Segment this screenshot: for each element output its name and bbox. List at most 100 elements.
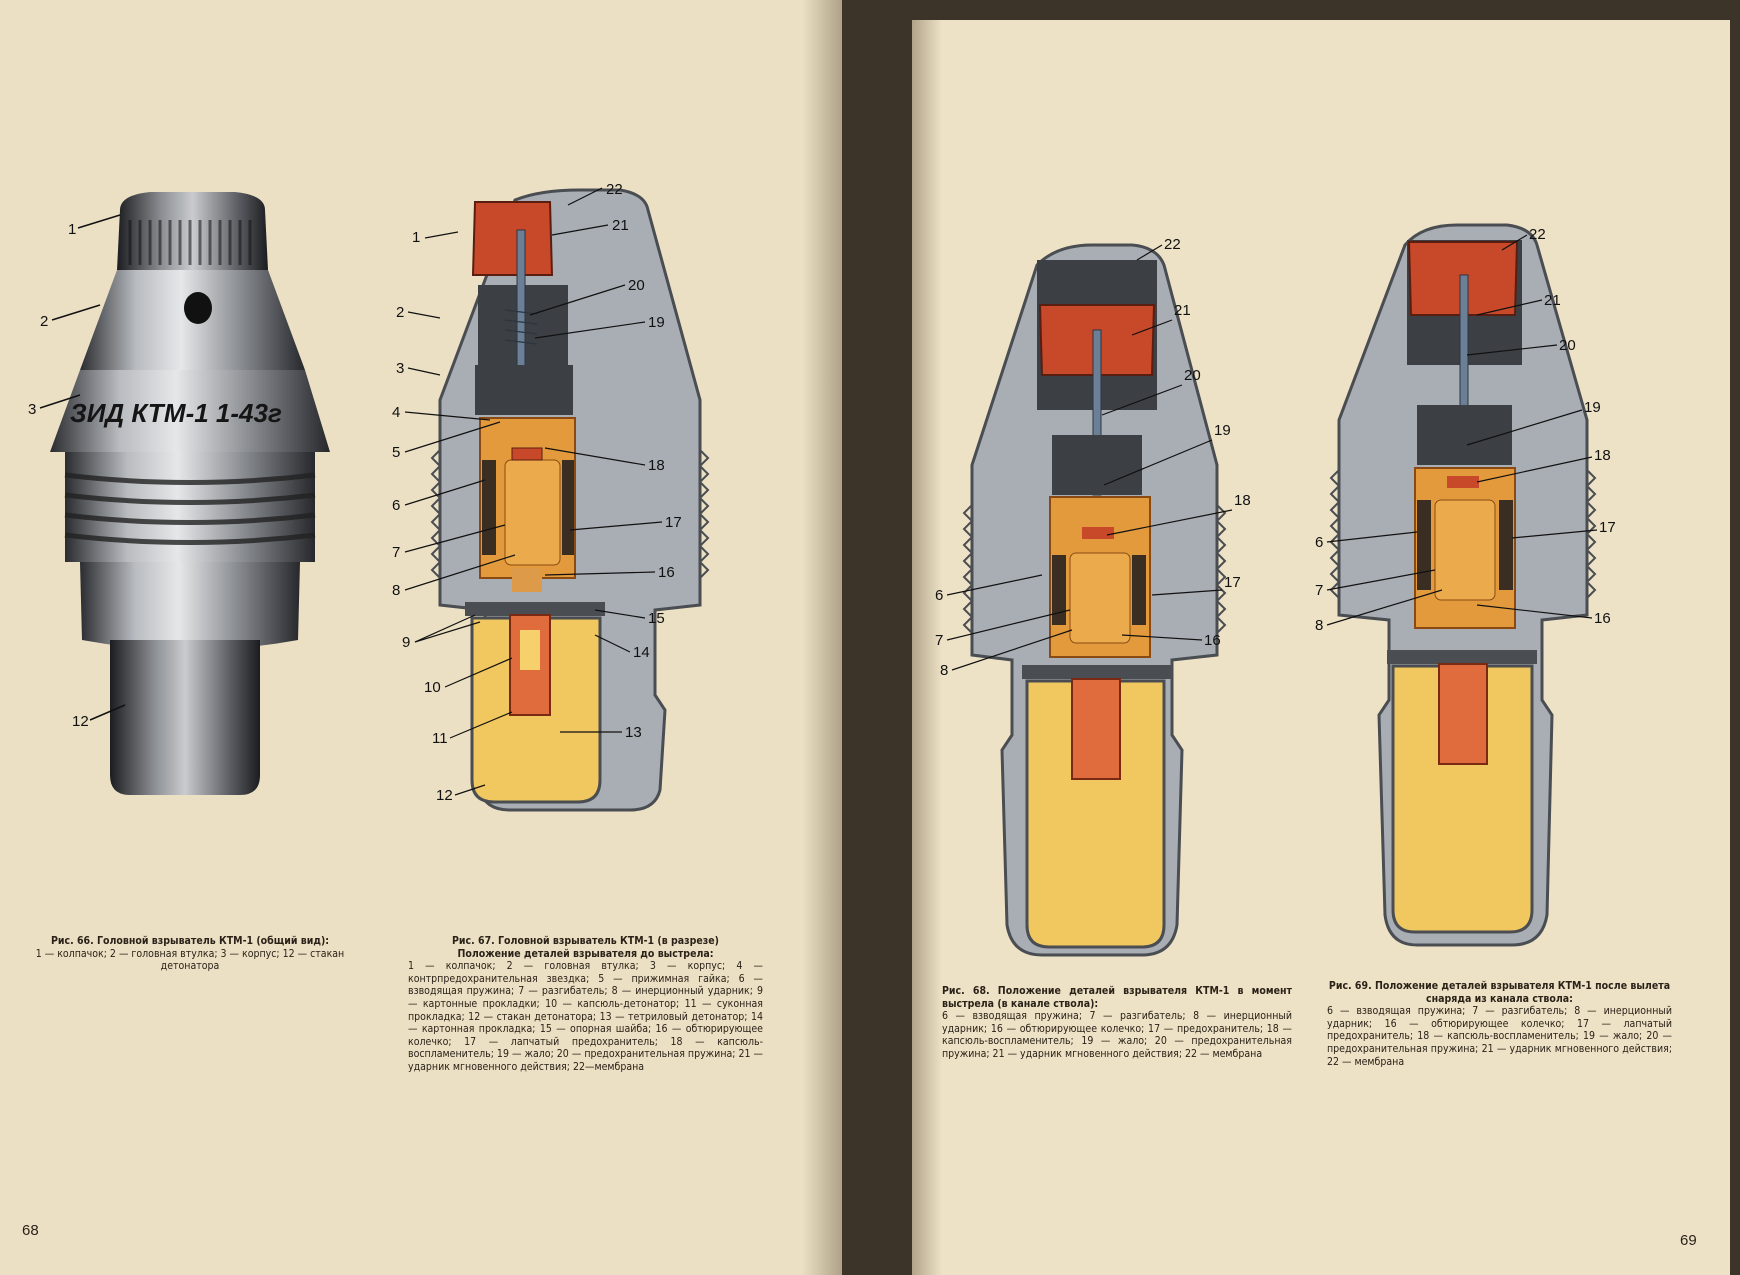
fig67-label: 10	[424, 679, 441, 696]
detonator-capsule	[1438, 663, 1488, 765]
fig69-caption-body: 6 — взводящая пружина; 7 — разгибатель; …	[1327, 1005, 1672, 1068]
fig67-label: 18	[648, 457, 665, 474]
fig67-label: 16	[658, 564, 675, 581]
firing-pin	[516, 229, 526, 386]
fig67-caption-subtitle: Положение деталей взрывателя до выстрела…	[457, 947, 714, 960]
page-number: 69	[1680, 1232, 1697, 1249]
spring-right	[1499, 500, 1513, 590]
fig67-label: 11	[432, 730, 448, 747]
gutter-shadow	[912, 20, 942, 1275]
body-collar	[50, 370, 330, 452]
fig69-caption: Рис. 69. Положение деталей взрывателя КТ…	[1327, 980, 1672, 1068]
fig68-label: 17	[1224, 574, 1241, 591]
fig67-label: 9	[402, 634, 410, 651]
right-page: 22 21 20 19 18 6 17 7 16 8	[842, 0, 1740, 1275]
fig67-label: 20	[628, 277, 645, 294]
lower-body	[80, 562, 300, 650]
right-sheet: 22 21 20 19 18 6 17 7 16 8	[912, 20, 1730, 1275]
fig69-label: 18	[1594, 447, 1611, 464]
inertia-striker	[1434, 499, 1496, 601]
inertia-striker	[1069, 552, 1131, 644]
detonator-capsule	[1071, 678, 1121, 780]
page-number: 68	[22, 1222, 39, 1239]
fig67-label: 22	[606, 181, 623, 198]
fig66-label: 1	[68, 221, 76, 238]
fig66-fuze-external: ЗИД КТМ-1 1-43г 1 2 3 12	[28, 192, 330, 795]
primer	[1447, 476, 1479, 488]
mid-cavity	[1417, 405, 1512, 465]
fig67-caption: Рис. 67. Головной взрыватель КТМ-1 (в ра…	[408, 935, 763, 1074]
fig66-label: 12	[72, 713, 89, 730]
fig67-label: 19	[648, 314, 665, 331]
fig67-label: 2	[396, 304, 404, 321]
fig67-label: 13	[625, 724, 642, 741]
fig68-fuze-section: 22 21 20 19 18 6 17 7 16 8	[935, 236, 1251, 957]
spring-left	[1417, 500, 1431, 590]
detonator-cup	[1025, 679, 1166, 949]
fig67-label: 6	[392, 497, 400, 514]
fig68-caption-title: Рис. 68. Положение деталей взрывателя КТ…	[942, 985, 1292, 1010]
fig66-caption: Рис. 66. Головной взрыватель КТМ-1 (общи…	[30, 935, 350, 973]
fig67-label: 4	[392, 404, 400, 421]
fig68-label: 7	[935, 632, 943, 649]
spring-right	[1132, 555, 1146, 625]
detonator-washer	[465, 602, 605, 616]
detonator-cup	[110, 640, 260, 795]
primer	[511, 447, 543, 461]
mid-cavity	[475, 365, 573, 415]
fig69-caption-title: Рис. 69. Положение деталей взрывателя КТ…	[1328, 980, 1671, 1005]
fig67-caption-body: 1 — колпачок; 2 — головная втулка; 3 — к…	[408, 960, 763, 1073]
threaded-section	[65, 452, 315, 562]
fig68-label: 6	[935, 587, 943, 604]
instant-striker	[471, 201, 554, 276]
fig69-label: 8	[1315, 617, 1323, 634]
body-marking: ЗИД КТМ-1 1-43г	[70, 398, 282, 428]
fig69-label: 17	[1599, 519, 1616, 536]
fig68-label: 18	[1234, 492, 1251, 509]
fig67-fuze-section: 22 21 1 20 19 2 3 4 5 18 6 17 7 16 8 15 …	[392, 181, 710, 812]
fig69-label: 19	[1584, 399, 1601, 416]
fig67-label: 5	[392, 444, 400, 461]
primer	[1082, 527, 1114, 539]
detonator-washer	[1387, 650, 1537, 664]
fig69-label: 22	[1529, 226, 1546, 243]
mid-cavity	[1052, 435, 1142, 495]
fig68-label: 20	[1184, 367, 1201, 384]
gutter-shadow	[802, 0, 842, 1275]
fig68-label: 22	[1164, 236, 1181, 253]
detonator-washer	[1022, 665, 1172, 679]
spring-right	[562, 460, 574, 555]
fig67-label: 8	[392, 582, 400, 599]
fig69-label: 6	[1315, 534, 1323, 551]
fig67-label: 1	[412, 229, 420, 246]
fig67-caption-title: Рис. 67. Головной взрыватель КТМ-1 (в ра…	[452, 935, 719, 947]
fig69-label: 21	[1544, 292, 1561, 309]
detonator-cup	[1391, 664, 1534, 934]
fig66-label: 3	[28, 401, 36, 418]
fig69-fuze-section: 22 21 20 19 18 6 17 7 8 16	[1315, 223, 1616, 947]
fig68-label: 21	[1174, 302, 1191, 319]
fig68-label: 8	[940, 662, 948, 679]
spring-left	[482, 460, 496, 555]
fig68-caption: Рис. 68. Положение деталей взрывателя КТ…	[942, 985, 1292, 1061]
left-page: ЗИД КТМ-1 1-43г 1 2 3 12	[0, 0, 842, 1275]
fig66-caption-title: Рис. 66. Головной взрыватель КТМ-1 (общи…	[50, 935, 330, 947]
fig67-label: 14	[633, 644, 650, 661]
fig68-label: 16	[1204, 632, 1221, 649]
fig67-label: 12	[436, 787, 453, 804]
fig69-label: 16	[1594, 610, 1611, 627]
fig67-label: 3	[396, 360, 404, 377]
fig67-label: 17	[665, 514, 682, 531]
fig66-label: 2	[40, 313, 48, 330]
bushing-hole	[184, 292, 212, 324]
fig69-label: 7	[1315, 582, 1323, 599]
inertia-striker	[504, 459, 561, 566]
fig67-label: 21	[612, 217, 629, 234]
spring-left	[1052, 555, 1066, 625]
fig68-label: 19	[1214, 422, 1231, 439]
obturating-ring	[512, 568, 542, 592]
fig67-label: 7	[392, 544, 400, 561]
fig68-caption-body: 6 — взводящая пружина; 7 — разгибатель; …	[942, 1010, 1292, 1060]
fig66-caption-body: 1 — колпачок; 2 — головная втулка; 3 — к…	[35, 947, 345, 973]
fig69-label: 20	[1559, 337, 1576, 354]
